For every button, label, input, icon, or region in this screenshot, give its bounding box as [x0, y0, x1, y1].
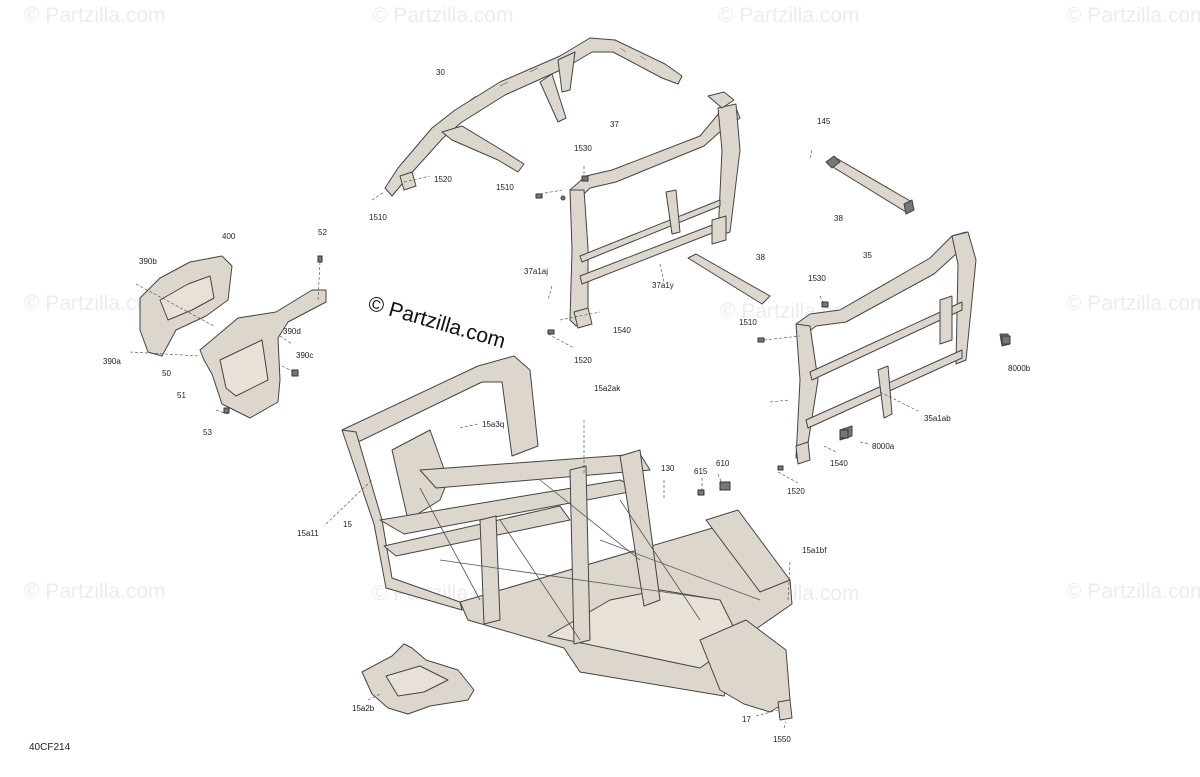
callout-1520: 1520	[787, 487, 805, 496]
cage-35	[795, 231, 1011, 465]
callout-15a2b: 15a2b	[352, 704, 375, 713]
watermark: © Partzilla.com	[24, 580, 166, 603]
callout-1510: 1510	[739, 318, 757, 327]
callout-37: 37	[610, 120, 619, 129]
callout-15a2ak: 15a2ak	[594, 384, 621, 393]
callout-390a: 390a	[103, 357, 121, 366]
bracket-50	[199, 289, 327, 419]
crossbar-38-top	[825, 155, 915, 215]
callout-15a1bf: 15a1bf	[802, 546, 827, 555]
watermark: © Partzilla.com	[1066, 292, 1200, 315]
callout-145: 145	[817, 117, 831, 126]
callout-15a3q: 15a3q	[482, 420, 505, 429]
callout-390d: 390d	[283, 327, 301, 336]
callout-37a1y: 37a1y	[652, 281, 674, 290]
watermark: © Partzilla.com	[24, 4, 166, 27]
cage-37	[560, 91, 741, 329]
callout-8000a: 8000a	[872, 442, 895, 451]
callout-15a11: 15a11	[297, 529, 319, 538]
roof-bar-30	[384, 37, 683, 197]
crossbar-38-mid	[687, 253, 771, 305]
callout-30: 30	[436, 68, 445, 77]
callout-610: 610	[716, 459, 730, 468]
callout-51: 51	[177, 391, 186, 400]
callout-1550: 1550	[773, 735, 791, 744]
watermark: © Partzilla.com	[1066, 580, 1200, 603]
callout-390b: 390b	[139, 257, 157, 266]
callout-8000b: 8000b	[1008, 364, 1031, 373]
callout-37a1aj: 37a1aj	[524, 267, 549, 276]
callout-53: 53	[203, 428, 212, 437]
diagram-code: 40CF214	[29, 742, 71, 753]
callout-1540: 1540	[830, 459, 848, 468]
watermark: © Partzilla.com	[24, 292, 166, 315]
callout-38: 38	[756, 253, 765, 262]
callout-15: 15	[343, 520, 352, 529]
bracket-17	[777, 699, 793, 721]
callout-1530: 1530	[808, 274, 826, 283]
callout-390c: 390c	[296, 351, 314, 360]
hardware	[223, 175, 1011, 496]
watermark: © Partzilla.com	[718, 4, 860, 27]
main-frame-15	[341, 355, 793, 713]
watermark: © Partzilla.com	[372, 4, 514, 27]
callout-1530: 1530	[574, 144, 592, 153]
watermark: © Partzilla.com	[1066, 4, 1200, 27]
callout-400: 400	[222, 232, 236, 241]
skid-plate-15a2b	[361, 643, 475, 715]
callout-35: 35	[863, 251, 872, 260]
callout-52: 52	[318, 228, 327, 237]
callout-1520: 1520	[574, 356, 592, 365]
bumper-400	[139, 255, 233, 357]
callout-17: 17	[742, 715, 751, 724]
callout-1510: 1510	[496, 183, 514, 192]
callout-1510: 1510	[369, 213, 387, 222]
leader-lines	[129, 149, 921, 729]
callout-1540: 1540	[613, 326, 631, 335]
callout-130: 130	[661, 464, 675, 473]
callout-615: 615	[694, 467, 708, 476]
callout-38: 38	[834, 214, 843, 223]
callout-50: 50	[162, 369, 171, 378]
callout-35a1ab: 35a1ab	[924, 414, 951, 423]
callout-1520: 1520	[434, 175, 452, 184]
